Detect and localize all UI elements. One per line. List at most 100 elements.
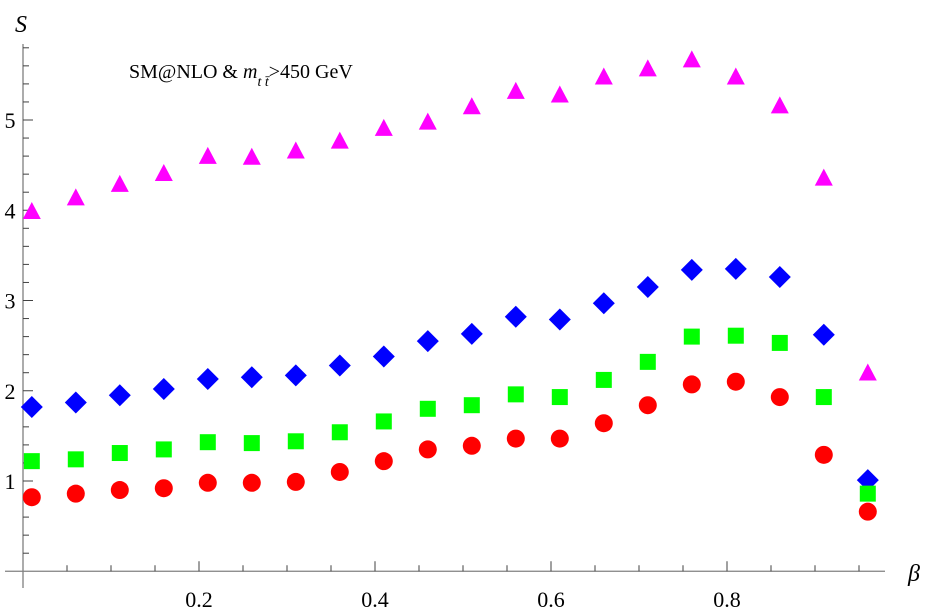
x-tick-label: 0.2 xyxy=(185,587,213,611)
diamond-marker xyxy=(812,323,835,346)
triangle-marker xyxy=(858,363,877,381)
circle-marker xyxy=(506,429,525,448)
diamond-marker xyxy=(328,354,351,377)
triangle-marker xyxy=(330,131,349,149)
diamond-marker xyxy=(548,308,571,331)
square-marker xyxy=(155,441,172,458)
diamond-marker xyxy=(372,345,395,368)
square-marker xyxy=(595,371,612,388)
square-marker xyxy=(551,389,568,406)
series-circle xyxy=(22,372,877,521)
circle-marker xyxy=(66,484,85,503)
y-tick-label: 3 xyxy=(5,289,16,314)
square-marker xyxy=(727,327,744,344)
square-marker xyxy=(375,413,392,430)
diamond-marker xyxy=(284,364,307,387)
triangle-marker xyxy=(154,164,173,182)
data-series xyxy=(20,50,879,521)
triangle-marker xyxy=(198,146,217,164)
triangle-marker xyxy=(66,188,85,206)
diamond-marker xyxy=(680,258,703,281)
circle-marker xyxy=(22,488,41,507)
annotation-prefix: SM@NLO & xyxy=(129,61,243,83)
square-marker xyxy=(859,485,876,502)
circle-marker xyxy=(418,440,437,459)
annotation-var: m xyxy=(243,61,257,83)
triangle-marker xyxy=(242,147,261,165)
triangle-marker xyxy=(418,112,437,130)
circle-marker xyxy=(594,414,613,433)
circle-marker xyxy=(814,445,833,464)
circle-marker xyxy=(330,462,349,481)
square-marker xyxy=(639,353,656,370)
square-marker xyxy=(419,400,436,417)
annotation-label: SM@NLO & mt t̄>450 GeV xyxy=(129,61,353,90)
diamond-marker xyxy=(592,292,615,315)
square-marker xyxy=(815,389,832,406)
x-ticks: 0.2 0.4 0.6 0.8 xyxy=(66,561,860,611)
x-axis-title: β xyxy=(907,561,920,587)
y-tick-label: 2 xyxy=(5,379,16,404)
circle-marker xyxy=(682,375,701,394)
square-marker xyxy=(111,445,128,462)
triangle-marker xyxy=(682,50,701,68)
diamond-marker xyxy=(20,395,43,418)
circle-marker xyxy=(110,481,129,500)
triangle-marker xyxy=(374,118,393,136)
series-triangle xyxy=(22,50,877,381)
circle-marker xyxy=(154,479,173,498)
circle-marker xyxy=(286,472,305,491)
square-marker xyxy=(23,453,40,470)
x-tick-label: 0.6 xyxy=(537,587,565,611)
triangle-marker xyxy=(506,81,525,99)
circle-marker xyxy=(858,502,877,521)
series-diamond xyxy=(20,257,879,492)
square-marker xyxy=(507,386,524,403)
series-square xyxy=(23,327,876,502)
triangle-marker xyxy=(770,96,789,114)
y-tick-label: 1 xyxy=(5,469,16,494)
triangle-marker xyxy=(594,67,613,85)
circle-marker xyxy=(638,396,657,415)
diamond-marker xyxy=(768,266,791,289)
diamond-marker xyxy=(240,366,263,389)
circle-marker xyxy=(374,452,393,471)
square-marker xyxy=(199,434,216,451)
x-tick-label: 0.4 xyxy=(361,587,389,611)
square-marker xyxy=(243,435,260,452)
annotation-subscript: t t̄ xyxy=(257,75,270,90)
triangle-marker xyxy=(22,201,41,219)
triangle-marker xyxy=(814,168,833,186)
diamond-marker xyxy=(416,330,439,353)
square-marker xyxy=(771,334,788,351)
circle-marker xyxy=(726,372,745,391)
diamond-marker xyxy=(64,391,87,414)
triangle-marker xyxy=(726,67,745,85)
triangle-marker xyxy=(110,174,129,192)
circle-marker xyxy=(770,388,789,407)
square-marker xyxy=(331,424,348,441)
triangle-marker xyxy=(638,59,657,77)
x-tick-label: 0.8 xyxy=(713,587,741,611)
circle-marker xyxy=(242,473,261,492)
circle-marker xyxy=(462,436,481,455)
triangle-marker xyxy=(550,85,569,103)
triangle-marker xyxy=(462,97,481,115)
y-tick-label: 4 xyxy=(5,198,16,223)
diamond-marker xyxy=(460,322,483,345)
diamond-marker xyxy=(108,384,131,407)
diamond-marker xyxy=(196,368,219,391)
diamond-marker xyxy=(152,377,175,400)
annotation-suffix: >450 GeV xyxy=(269,61,354,83)
diamond-marker xyxy=(724,257,747,280)
square-marker xyxy=(67,451,84,468)
diamond-marker xyxy=(504,305,527,328)
triangle-marker xyxy=(286,141,305,159)
diamond-marker xyxy=(636,275,659,298)
square-marker xyxy=(287,433,304,450)
square-marker xyxy=(463,397,480,414)
